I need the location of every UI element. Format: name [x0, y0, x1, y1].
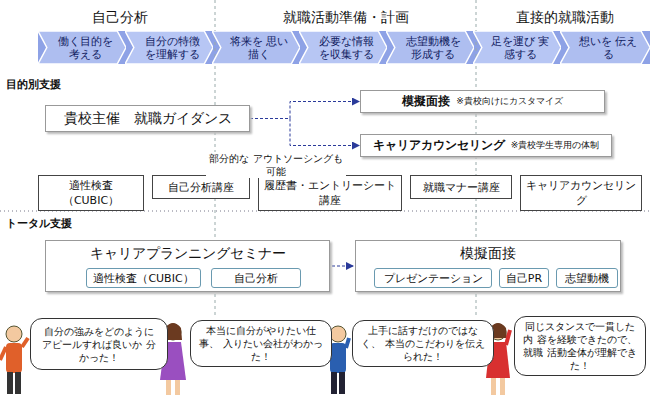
process-step: 必要な情報 を収集する	[299, 31, 387, 64]
phase-heading: 就職活動準備・計画	[230, 8, 462, 26]
node-text: 自己PR	[506, 271, 542, 286]
course-box: 就職マナー講座	[410, 175, 512, 199]
node-text: 自分の強みをどのように アピールすれば良いか 分かった！	[39, 325, 159, 364]
interview-box: 模擬面接プレゼンテーション 自己PR 志望動機	[355, 240, 621, 292]
course-box: 履歴書・エントリーシート講座	[258, 175, 402, 211]
process-band	[38, 31, 650, 64]
note-label: 部分的な アウトソーシングも可能	[206, 152, 346, 178]
node-text: 履歴書・エントリーシート講座	[263, 178, 397, 208]
node-text: 適性検査（CUBIC）	[93, 271, 193, 286]
component-box: 適性検査（CUBIC）	[86, 268, 201, 288]
section-label: トータル支援	[6, 217, 96, 231]
course-box: 自己分析講座	[152, 175, 250, 199]
node-text: プレゼンテーション	[384, 271, 483, 286]
seminar-box: キャリアプランニングセミナー適性検査（CUBIC） 自己分析	[45, 240, 330, 292]
process-step: 働く目的を 考える	[38, 31, 126, 64]
process-step: 将来を 思い描く	[212, 31, 300, 64]
node-text: キャリアカウンセリング	[525, 178, 637, 208]
service-box: キャリアカウンセリング ※貴校学生専用の体制	[360, 134, 612, 157]
node-text: 適性検査（CUBIC）	[43, 178, 139, 208]
process-step: 足を運び 実感する	[473, 31, 561, 64]
process-step: 志望動機を 形成する	[386, 31, 474, 64]
node-text: キャリアプランニングセミナー	[52, 245, 323, 263]
component-box: プレゼンテーション	[374, 268, 492, 288]
node-text: 想いを 伝える	[574, 35, 642, 61]
node-text: 自分の特徴 を理解する	[139, 35, 205, 61]
node-text: 必要な情報 を収集する	[313, 35, 379, 61]
process-step: 想いを 伝える	[560, 31, 650, 64]
speech-bubble: 同じスタンスで一貫した内 容を経験できたので、就職 活動全体が理解できた！	[514, 316, 646, 376]
phase-heading: 自己分析	[40, 8, 200, 26]
dashed-arrow	[250, 102, 359, 119]
node-text: 働く目的を 考える	[52, 35, 118, 61]
node-text: 模擬面接	[402, 93, 450, 110]
section-label: 目的別支援	[6, 78, 96, 92]
course-box: キャリアカウンセリング	[520, 175, 642, 211]
node-text: 志望動機を 形成する	[400, 35, 466, 61]
node-text: 貴校主催 就職ガイダンス	[64, 110, 232, 128]
node-text: キャリアカウンセリング	[373, 137, 505, 154]
node-text: 上手に話すだけのではなく、 本当のこだわりを伝えられた！	[361, 324, 485, 363]
dashed-arrow	[332, 266, 353, 267]
node-note: ※貴校学生専用の体制	[511, 139, 600, 152]
node-text: 自己分析講座	[168, 180, 234, 195]
speech-bubble: 自分の強みをどのように アピールすれば良いか 分かった！	[30, 318, 168, 370]
node-text: 就職マナー講座	[423, 180, 500, 195]
course-box: 適性検査（CUBIC）	[38, 175, 144, 211]
guidance-box: 貴校主催 就職ガイダンス	[45, 105, 250, 132]
speech-bubble: 上手に話すだけのではなく、 本当のこだわりを伝えられた！	[352, 320, 494, 367]
node-note: ※貴校向けにカスタマイズ	[456, 95, 563, 108]
node-text: 本当に自分がやりたい仕事、 入りたい会社がわかった！	[199, 324, 323, 363]
component-box: 自己分析	[211, 268, 301, 288]
person-figure	[330, 326, 349, 394]
node-text: 足を運び 実感する	[487, 35, 553, 61]
speech-bubble: 本当に自分がやりたい仕事、 入りたい会社がわかった！	[190, 320, 332, 367]
component-box: 志望動機	[556, 268, 618, 288]
node-text: 自己分析	[234, 271, 278, 286]
service-box: 模擬面接 ※貴校向けにカスタマイズ	[360, 90, 605, 113]
node-text: 将来を 思い描く	[226, 35, 292, 61]
person-figure	[0, 326, 28, 394]
dashed-arrow	[250, 119, 359, 146]
node-text: 志望動機	[565, 271, 609, 286]
component-box: 自己PR	[499, 268, 549, 288]
node-text: 同じスタンスで一貫した内 容を経験できたので、就職 活動全体が理解できた！	[523, 320, 637, 372]
phase-heading: 直接的就職活動	[490, 8, 640, 26]
process-step: 自分の特徴 を理解する	[125, 31, 213, 64]
node-text: 模擬面接	[362, 245, 614, 263]
